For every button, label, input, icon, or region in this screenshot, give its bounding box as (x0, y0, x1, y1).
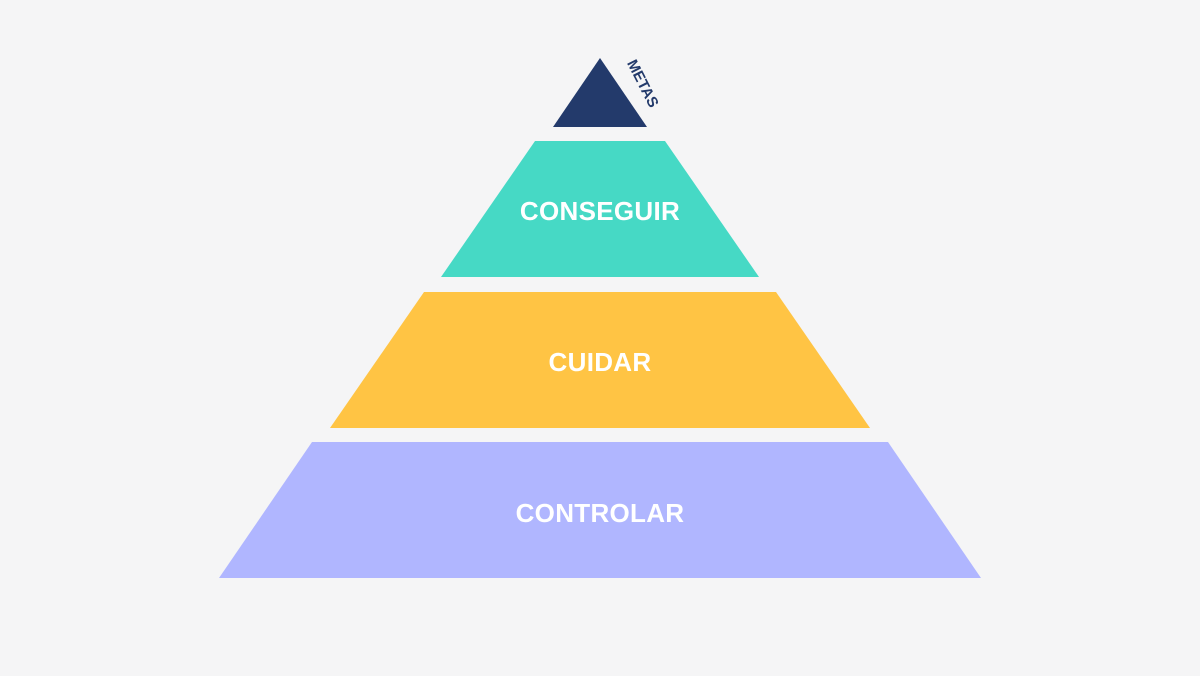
apex-triangle (553, 58, 647, 127)
tier-controlar (219, 442, 981, 578)
tier-controlar-label: CONTROLAR (516, 498, 685, 528)
tier-conseguir (441, 141, 759, 277)
tier-cuidar-label: CUIDAR (549, 347, 652, 377)
tier-conseguir-label: CONSEGUIR (520, 196, 680, 226)
tier-cuidar (330, 292, 870, 428)
